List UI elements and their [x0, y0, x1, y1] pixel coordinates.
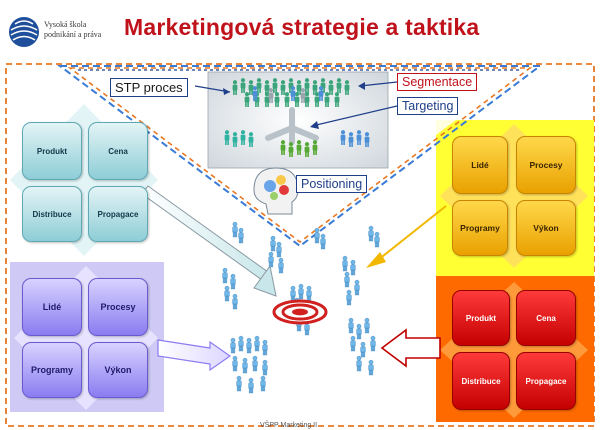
target-icon	[272, 299, 328, 325]
funnel-outer-blue	[57, 65, 543, 248]
purple-tile-processes: Procesy	[88, 278, 148, 336]
purple-tile-people: Lidé	[22, 278, 82, 336]
segmentation-label: Segmentace	[397, 73, 478, 91]
stp-photo	[207, 71, 389, 169]
teal-tile-product: Produkt	[22, 122, 82, 180]
yellow-tile-processes: Procesy	[516, 136, 576, 194]
funnel-inner-orange	[67, 67, 533, 244]
human-head-icon	[253, 167, 299, 215]
yellow-tile-performance: Výkon	[516, 200, 576, 256]
yellow-tile-people: Lidé	[452, 136, 508, 194]
purple-arrow	[157, 339, 232, 372]
institution-name: Vysoká škola podnikání a práva	[44, 20, 101, 40]
purple-tile-programs: Programy	[22, 342, 82, 398]
footer-text: VŠPP Marketing II	[260, 422, 318, 429]
red-tile-promotion: Propagace	[516, 352, 576, 410]
outer-dashed-frame	[5, 63, 595, 427]
institution-line-1: Vysoká škola	[44, 20, 87, 29]
red-tile-distribution: Distribuce	[452, 352, 510, 410]
red-tile-price: Cena	[516, 290, 576, 346]
stp-process-label: STP proces	[110, 78, 188, 97]
teal-arrow	[141, 185, 277, 297]
positioning-label: Positioning	[296, 175, 368, 193]
university-globe-logo	[9, 17, 39, 47]
yellow-arrow	[366, 205, 447, 268]
yellow-tile-programs: Programy	[452, 200, 508, 256]
teal-tile-distribution: Distribuce	[22, 186, 82, 242]
red-arrow	[380, 328, 441, 368]
targeting-label: Targeting	[397, 97, 459, 115]
purple-tile-performance: Výkon	[88, 342, 148, 398]
page-title: Marketingová strategie a taktika	[124, 14, 480, 40]
teal-tile-promotion: Propagace	[88, 186, 148, 242]
institution-line-2: podnikání a práva	[44, 30, 102, 39]
red-tile-product: Produkt	[452, 290, 510, 346]
teal-tile-price: Cena	[88, 122, 148, 180]
